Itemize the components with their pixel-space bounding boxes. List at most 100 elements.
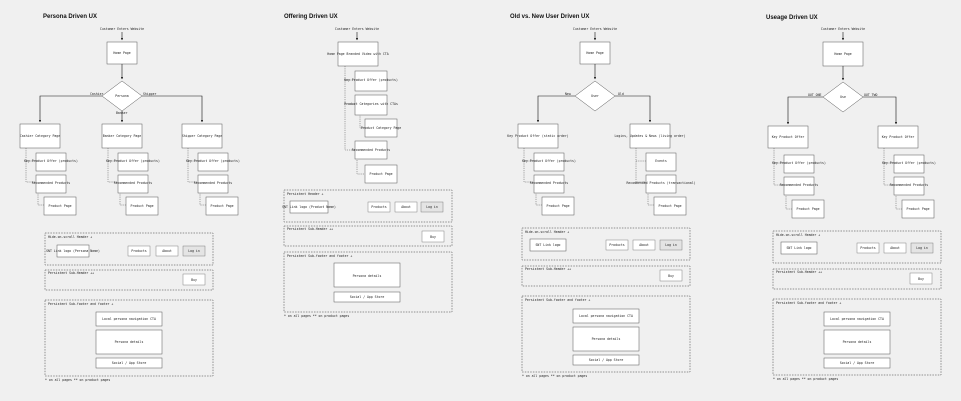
usage-nav-products-label: Products xyxy=(860,246,875,250)
oldnew-nav-login[interactable] xyxy=(659,239,683,251)
offering-nav-login[interactable] xyxy=(420,201,444,213)
oldnew-footer-cta[interactable] xyxy=(572,308,640,324)
offering-categories[interactable] xyxy=(354,94,388,116)
persona-subchain-cashier: Key Product Offer (products) Recommended… xyxy=(24,148,78,216)
persona-nav-login-label: Log in xyxy=(188,249,200,253)
persona-product-cashier: Product Page xyxy=(48,204,71,208)
offering-nav-about[interactable] xyxy=(394,201,418,213)
oldnew-right-product-label: Product Page xyxy=(658,204,681,208)
persona-category-shipper[interactable] xyxy=(181,123,223,149)
persona-footer-social-label: Social / App Store xyxy=(112,361,147,365)
oldnew-nav-products[interactable] xyxy=(605,239,629,251)
usage-left-product[interactable] xyxy=(791,199,825,219)
usage-footer-details xyxy=(823,329,891,355)
usage-footer-details-label: Persona details xyxy=(843,340,872,344)
persona-buy-button[interactable] xyxy=(182,273,206,286)
usage-footer-social[interactable] xyxy=(823,357,891,369)
offering-keyoffer[interactable] xyxy=(354,70,388,92)
persona-nav-login[interactable] xyxy=(182,245,206,257)
oldnew-left-keyoffer[interactable] xyxy=(533,152,565,172)
usage-logo[interactable] xyxy=(780,241,818,255)
usage-nav-products[interactable] xyxy=(856,242,880,254)
persona-category-shipper-label: Shipper Category Page xyxy=(182,134,222,138)
persona-category-banker[interactable] xyxy=(101,123,143,149)
oldnew-footer-social[interactable] xyxy=(572,354,640,366)
oldnew-subheader-group xyxy=(521,265,691,287)
offering-footer-social[interactable] xyxy=(333,291,401,303)
usage-branch-one: OUT ONE xyxy=(808,93,822,97)
usage-page-two[interactable] xyxy=(877,125,919,149)
usage-footer-label: Persistent Sub-footer and footer + xyxy=(776,301,841,305)
usage-footnote: * on all pages ** on product pages xyxy=(773,377,838,381)
persona-nav-products[interactable] xyxy=(127,245,151,257)
usage-entry-label: Customer Enters Website xyxy=(821,27,865,31)
persona-logo[interactable] xyxy=(56,244,90,258)
usage-home-box[interactable] xyxy=(822,41,864,67)
oldnew-right-events-label: Events xyxy=(655,159,667,163)
persona-category-cashier[interactable] xyxy=(19,123,61,149)
usage-buy-button[interactable] xyxy=(909,272,933,285)
oldnew-footer-cta-label: Local persona navigation CTA xyxy=(579,314,633,318)
offering-nav-products[interactable] xyxy=(367,201,391,213)
persona-footer-details-label: Persona details xyxy=(115,340,144,344)
usage-right-keyoffer[interactable] xyxy=(893,154,925,174)
usage-subheader-group xyxy=(772,268,942,290)
persona-subheader-label: Persistent Sub-Header ++ xyxy=(48,271,94,275)
persona-footer-details xyxy=(95,329,163,355)
oldnew-title: Old vs. New User Driven UX xyxy=(510,14,589,20)
oldnew-logo[interactable] xyxy=(529,238,567,252)
usage-left-recommended[interactable] xyxy=(783,176,815,196)
usage-header-label: Hide-on-scroll Header + xyxy=(776,233,820,237)
persona-product-shipper: Product Page xyxy=(210,204,233,208)
offering-entry-label: Customer Enters Website xyxy=(335,27,379,31)
persona-footer-social[interactable] xyxy=(95,357,163,369)
offering-product-page-label: Product Page xyxy=(369,172,392,176)
usage-decision-label: Use xyxy=(840,95,846,99)
oldnew-left-page[interactable] xyxy=(517,123,559,149)
usage-right-recommended-label: Recommended Products xyxy=(890,183,928,187)
oldnew-right-events[interactable] xyxy=(645,152,677,172)
oldnew-right-recommended[interactable] xyxy=(645,174,677,194)
persona-keyoffer-cashier: Key Product Offer (products) xyxy=(24,159,78,163)
oldnew-right-page-label: Logins, Updates & News (living order) xyxy=(614,134,685,138)
usage-branch-two: OUT TWO xyxy=(864,93,878,97)
persona-footer-label: Persistent Sub-footer and footer + xyxy=(48,302,113,306)
usage-footer-cta[interactable] xyxy=(823,311,891,327)
offering-header-label: Persistent Header + xyxy=(287,192,324,196)
offering-nav-about-label: About xyxy=(401,205,411,209)
persona-recommended-banker: Recommended Products xyxy=(114,181,152,185)
oldnew-branch-old: Old xyxy=(618,92,624,96)
offering-buy-button[interactable] xyxy=(421,230,445,243)
offering-logo[interactable] xyxy=(289,200,329,214)
offering-title: Offering Driven UX xyxy=(284,14,338,20)
oldnew-nav-about[interactable] xyxy=(632,239,656,251)
offering-product-page[interactable] xyxy=(364,164,398,184)
persona-footer-cta[interactable] xyxy=(95,311,163,327)
oldnew-left-recommended[interactable] xyxy=(533,174,565,194)
offering-recommended-label: Recommended Products xyxy=(352,148,390,152)
offering-category-page-label: Product Category Page xyxy=(361,126,401,130)
usage-right-keyoffer-label: Key Product Offer (products) xyxy=(882,161,936,165)
offering-categories-label: Product Categories with CTAs xyxy=(344,102,398,106)
usage-page-one[interactable] xyxy=(767,125,809,149)
offering-home-box[interactable] xyxy=(337,41,379,67)
oldnew-right-page[interactable] xyxy=(629,123,671,149)
persona-entry-label: Customer Enters Website xyxy=(100,27,144,31)
persona-category-cashier-label: Cashier Category Page xyxy=(20,134,60,138)
oldnew-nav-about-label: About xyxy=(639,243,649,247)
oldnew-right-product[interactable] xyxy=(653,196,687,216)
usage-right-product[interactable] xyxy=(901,199,935,219)
persona-footer-group xyxy=(44,299,214,377)
offering-recommended[interactable] xyxy=(354,140,388,160)
usage-nav-login[interactable] xyxy=(910,242,934,254)
usage-left-keyoffer[interactable] xyxy=(783,154,815,174)
oldnew-buy-button[interactable] xyxy=(659,269,683,282)
usage-nav-about[interactable] xyxy=(883,242,907,254)
oldnew-left-product[interactable] xyxy=(541,196,575,216)
persona-nav-about[interactable] xyxy=(155,245,179,257)
usage-right-recommended[interactable] xyxy=(893,176,925,196)
oldnew-footnote: * on all pages ** on product pages xyxy=(522,374,587,378)
offering-category-page[interactable] xyxy=(364,118,398,138)
persona-home-label: Home Page xyxy=(113,51,130,55)
